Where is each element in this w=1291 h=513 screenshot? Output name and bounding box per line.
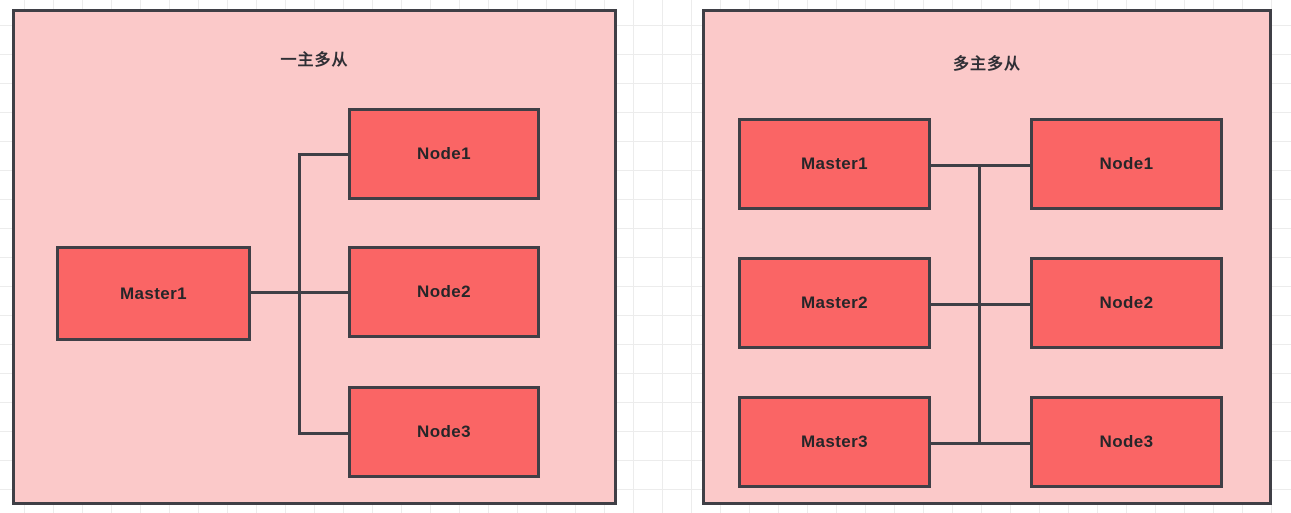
connector-right-bus-node2 (978, 303, 1032, 306)
box-right-node2[interactable]: Node2 (1030, 257, 1223, 349)
box-label: Master2 (800, 293, 869, 312)
box-right-master2[interactable]: Master2 (738, 257, 931, 349)
connector-right-master2-bus (929, 303, 980, 306)
connector-left-trunk-node3 (298, 432, 350, 435)
connector-right-master3-bus (929, 442, 980, 445)
box-label: Node3 (417, 422, 471, 441)
connector-left-master1-trunk (250, 291, 301, 294)
connector-left-trunk-node2 (298, 291, 350, 294)
box-right-master1[interactable]: Master1 (738, 118, 931, 210)
connector-left-trunk (298, 153, 301, 435)
box-label: Node3 (1099, 432, 1154, 451)
box-label: Master3 (800, 432, 869, 451)
connector-right-master1-bus (929, 164, 980, 167)
box-left-node2[interactable]: Node2 (348, 246, 540, 338)
box-label: Node1 (417, 144, 471, 163)
box-left-node3[interactable]: Node3 (348, 386, 540, 478)
connector-right-bus-node3 (978, 442, 1032, 445)
box-label: Master1 (119, 283, 188, 303)
box-label: Node2 (1099, 293, 1154, 312)
box-right-node1[interactable]: Node1 (1030, 118, 1223, 210)
box-label: Master1 (800, 154, 869, 173)
box-right-node3[interactable]: Node3 (1030, 396, 1223, 488)
panel-title-left: 一主多从 (280, 52, 349, 69)
box-right-master3[interactable]: Master3 (738, 396, 931, 488)
connector-left-trunk-node1 (298, 153, 350, 156)
box-left-master1[interactable]: Master1 (56, 246, 251, 341)
box-left-node1[interactable]: Node1 (348, 108, 540, 200)
panel-title-right: 多主多从 (952, 56, 1021, 73)
connector-right-bus-node1 (978, 164, 1032, 167)
box-label: Node1 (1099, 154, 1154, 173)
box-label: Node2 (417, 282, 471, 301)
